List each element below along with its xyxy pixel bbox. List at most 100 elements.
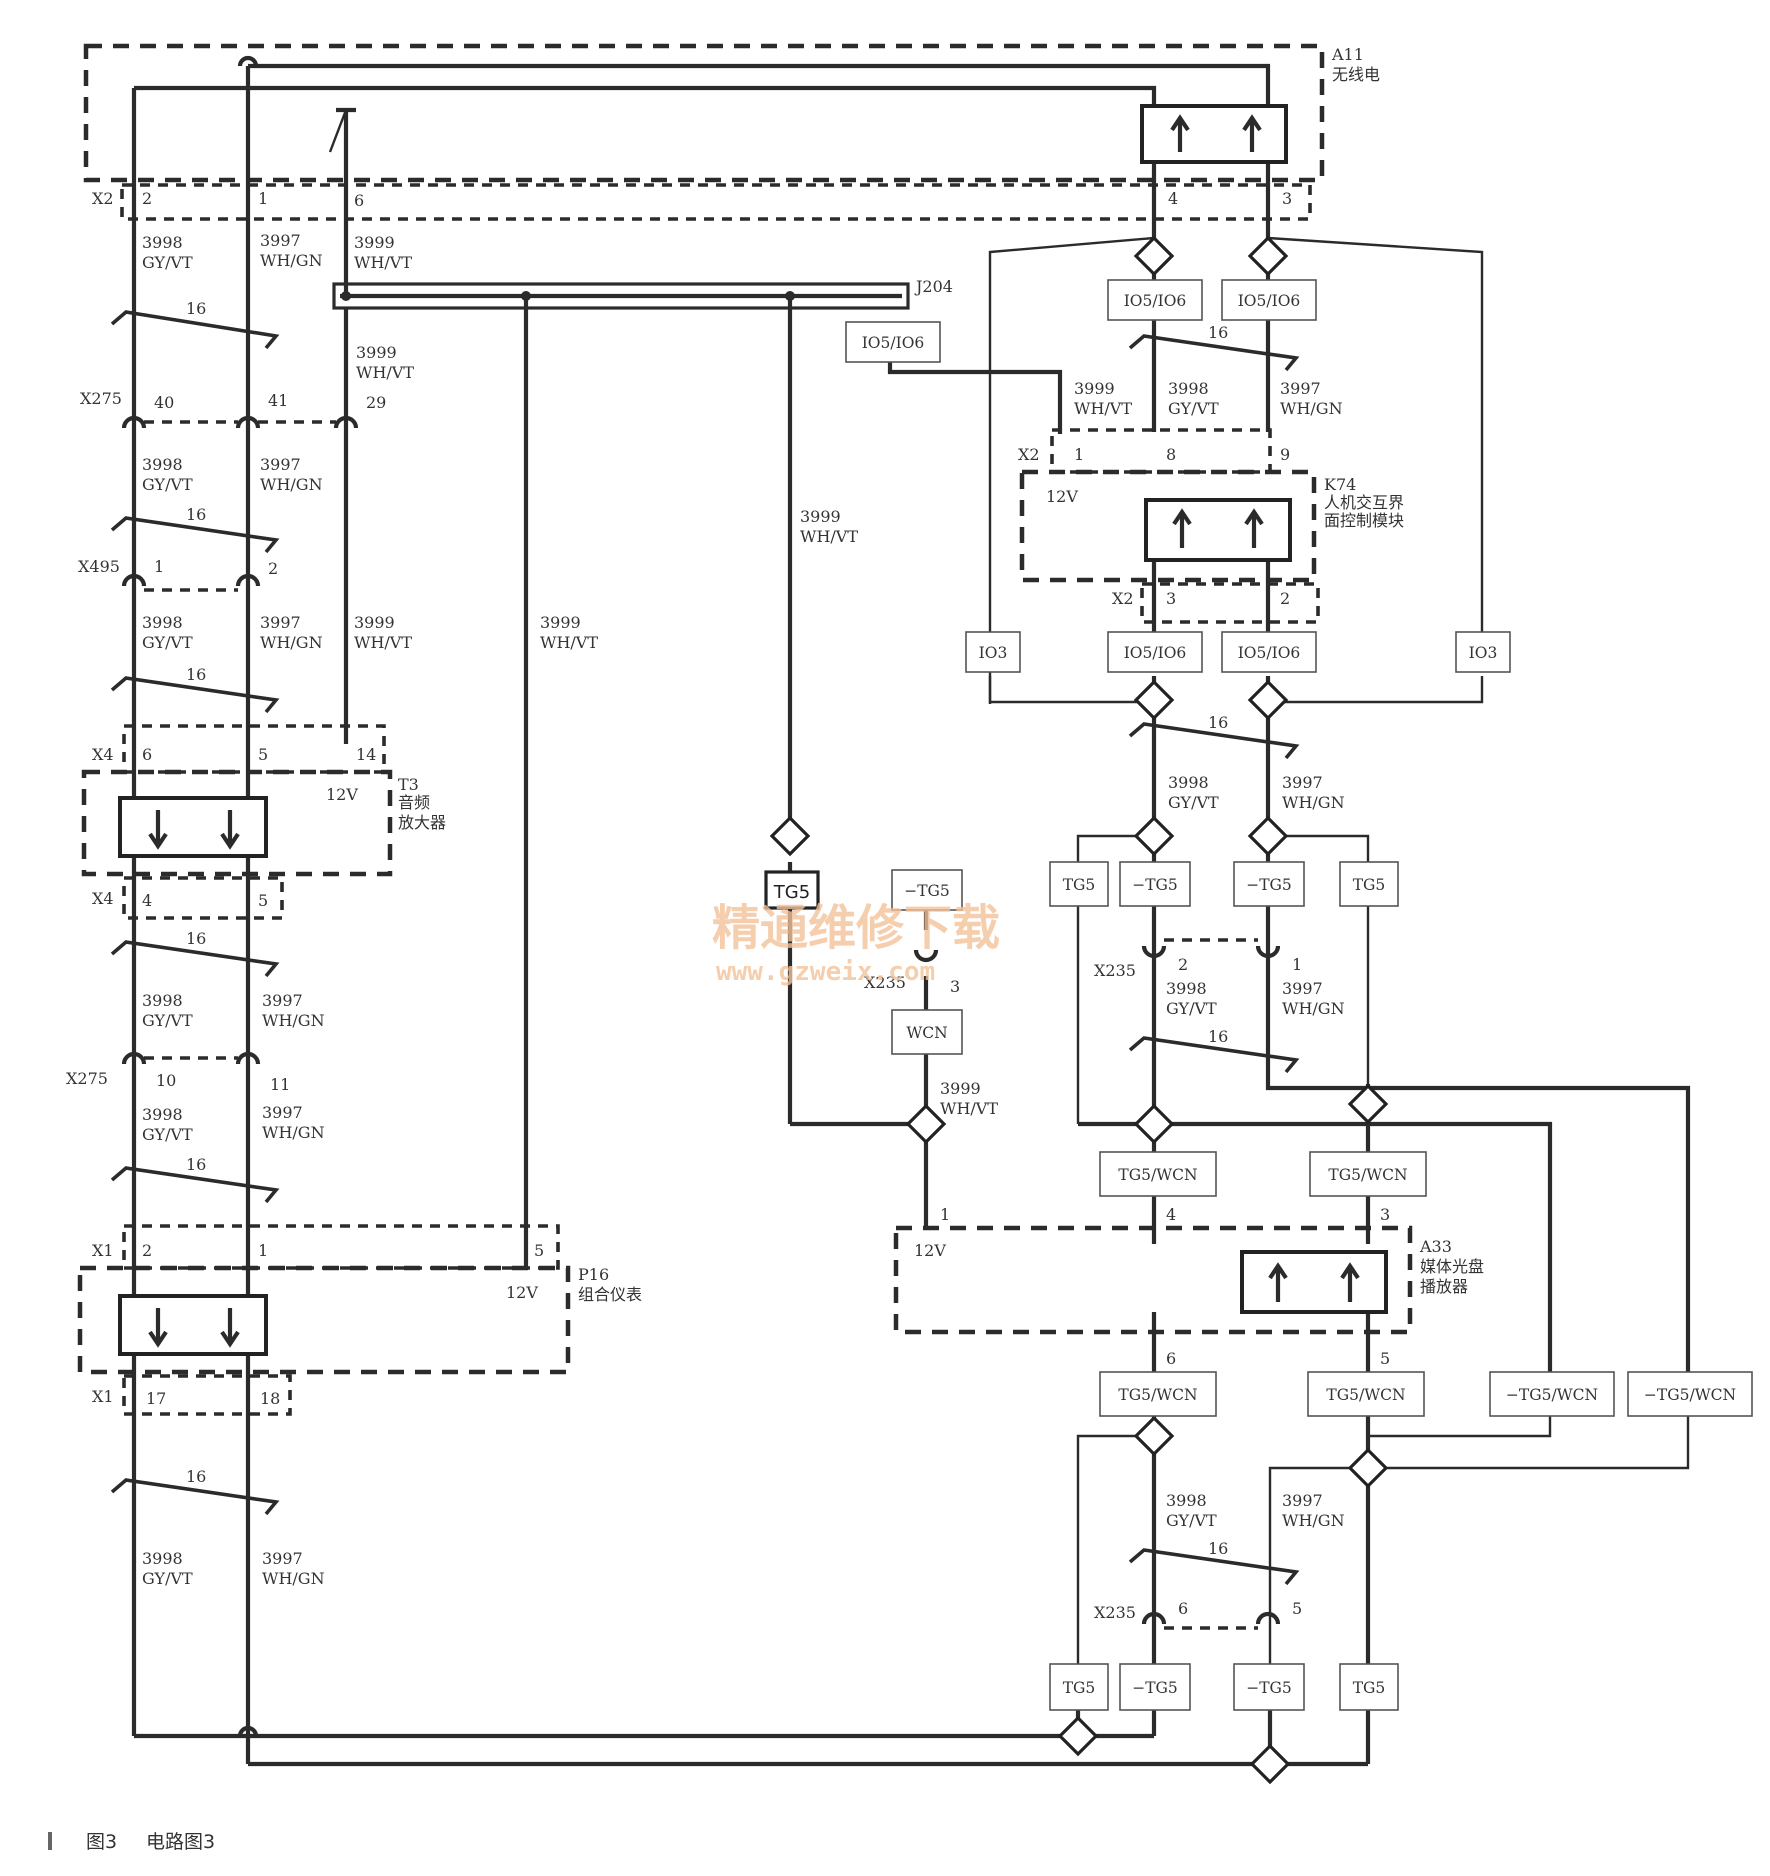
- svg-text:IO3: IO3: [979, 644, 1008, 662]
- svg-text:2: 2: [142, 189, 152, 208]
- option-box-io56-a: IO5/IO6: [1107, 279, 1203, 321]
- svg-text:5: 5: [1292, 1599, 1302, 1618]
- svg-text:WCN: WCN: [906, 1024, 947, 1042]
- k74-id: K74: [1324, 475, 1356, 494]
- svg-text:TG5/WCN: TG5/WCN: [1118, 1386, 1197, 1404]
- svg-text:3997: 3997: [1282, 773, 1323, 792]
- svg-text:WH/GN: WH/GN: [260, 633, 323, 652]
- watermark: 精通维修下载 www.gzweix.com: [712, 900, 1000, 987]
- svg-text:−TG5: −TG5: [1246, 876, 1292, 894]
- svg-text:18: 18: [260, 1389, 280, 1408]
- svg-text:2: 2: [142, 1241, 152, 1260]
- option-box-tg5-bold: TG5: [764, 870, 820, 910]
- option-box-io56-d: IO5/IO6: [1221, 631, 1317, 673]
- a33-module-block: [1240, 1250, 1388, 1314]
- voltage-labels: 12V 12V 12V 12V: [326, 487, 1078, 1302]
- svg-text:4: 4: [1166, 1205, 1176, 1224]
- svg-text:IO5/IO6: IO5/IO6: [1124, 644, 1187, 662]
- svg-text:TG5: TG5: [1063, 1679, 1096, 1697]
- svg-text:3999: 3999: [1074, 379, 1115, 398]
- t3-name-2: 放大器: [398, 813, 446, 832]
- a11-radio-outline: [83, 43, 1325, 221]
- option-box-wcn: WCN: [891, 1009, 963, 1055]
- a11-name: 无线电: [1332, 65, 1380, 84]
- svg-text:40: 40: [154, 393, 174, 412]
- svg-text:X2: X2: [1018, 445, 1040, 464]
- svg-text:1: 1: [940, 1205, 950, 1224]
- svg-text:3997: 3997: [1282, 979, 1323, 998]
- svg-text:X495: X495: [78, 557, 120, 576]
- svg-text:3999: 3999: [354, 233, 395, 252]
- svg-text:−TG5/WCN: −TG5/WCN: [1644, 1386, 1736, 1404]
- svg-text:1: 1: [258, 1241, 268, 1260]
- svg-text:3998: 3998: [142, 613, 183, 632]
- figure-title: 电路图3: [146, 1831, 215, 1853]
- svg-text:GY/VT: GY/VT: [1166, 999, 1217, 1018]
- svg-text:3: 3: [1380, 1205, 1390, 1224]
- svg-text:−TG5: −TG5: [1132, 876, 1178, 894]
- svg-text:16: 16: [186, 1155, 206, 1174]
- option-box-tg5wcn-a: TG5/WCN: [1099, 1151, 1217, 1197]
- svg-text:WH/VT: WH/VT: [354, 253, 412, 272]
- svg-text:3998: 3998: [142, 1549, 183, 1568]
- svg-text:14: 14: [356, 745, 376, 764]
- svg-text:12V: 12V: [1046, 487, 1078, 506]
- svg-text:6: 6: [1166, 1349, 1176, 1368]
- svg-text:3998: 3998: [1166, 979, 1207, 998]
- k74-name-1: 人机交互界: [1324, 493, 1404, 512]
- svg-text:3998: 3998: [142, 455, 183, 474]
- svg-text:TG5/WCN: TG5/WCN: [1118, 1166, 1197, 1184]
- svg-text:TG5: TG5: [1353, 1679, 1386, 1697]
- option-box-io3-left: IO3: [965, 631, 1021, 673]
- svg-text:3998: 3998: [1166, 1491, 1207, 1510]
- svg-text:3999: 3999: [354, 613, 395, 632]
- svg-text:1: 1: [258, 189, 268, 208]
- svg-text:1: 1: [154, 557, 164, 576]
- svg-text:16: 16: [186, 505, 206, 524]
- t3-id: T3: [398, 775, 419, 794]
- t3-module-block: [118, 796, 268, 858]
- wires: [131, 55, 1691, 1767]
- svg-text:IO5/IO6: IO5/IO6: [1124, 292, 1187, 310]
- svg-text:X235: X235: [1094, 1603, 1136, 1622]
- k74-name-2: 面控制模块: [1324, 511, 1404, 530]
- connector-labels: X2 X275 X495 X4 X4 X275 X1 X1 X2 X2 X235…: [66, 189, 1136, 1622]
- svg-text:3: 3: [1282, 189, 1292, 208]
- svg-text:WH/GN: WH/GN: [1282, 999, 1345, 1018]
- figure-caption: 图3 电路图3: [48, 1831, 215, 1853]
- t3-outline: [81, 724, 393, 920]
- j204-id: J204: [914, 277, 953, 296]
- svg-text:X235: X235: [864, 973, 906, 992]
- svg-text:−TG5: −TG5: [1246, 1679, 1292, 1697]
- svg-text:16: 16: [1208, 1539, 1228, 1558]
- svg-text:TG5: TG5: [773, 882, 810, 903]
- option-box-ntg5wcn-b: −TG5/WCN: [1627, 1371, 1753, 1417]
- svg-text:3998: 3998: [142, 991, 183, 1010]
- p16-id: P16: [578, 1265, 609, 1284]
- svg-text:X4: X4: [92, 889, 114, 908]
- svg-text:5: 5: [258, 745, 268, 764]
- option-box-io3-right: IO3: [1455, 631, 1511, 673]
- option-box-io56-j204: IO5/IO6: [845, 321, 941, 363]
- svg-text:16: 16: [186, 665, 206, 684]
- svg-text:3997: 3997: [262, 1549, 303, 1568]
- option-box-tg5-a: TG5: [1049, 861, 1109, 907]
- option-box-ntg5wcn-a: −TG5/WCN: [1489, 1371, 1615, 1417]
- svg-text:3999: 3999: [540, 613, 581, 632]
- svg-text:WH/GN: WH/GN: [260, 475, 323, 494]
- svg-text:WH/VT: WH/VT: [540, 633, 598, 652]
- svg-text:3998: 3998: [142, 1105, 183, 1124]
- svg-text:3997: 3997: [1282, 1491, 1323, 1510]
- option-box-ntg5-b: −TG5: [1233, 861, 1305, 907]
- svg-text:12V: 12V: [914, 1241, 946, 1260]
- option-box-ntg5-mid: −TG5: [891, 869, 963, 911]
- svg-text:4: 4: [142, 891, 152, 910]
- svg-text:WH/VT: WH/VT: [800, 527, 858, 546]
- option-box-ntg5-d: −TG5: [1233, 1663, 1305, 1711]
- svg-text:−TG5/WCN: −TG5/WCN: [1506, 1386, 1598, 1404]
- svg-text:2: 2: [1280, 589, 1290, 608]
- svg-text:IO3: IO3: [1469, 644, 1498, 662]
- a11-id: A11: [1331, 45, 1364, 64]
- svg-text:5: 5: [1380, 1349, 1390, 1368]
- svg-text:www.gzweix.com: www.gzweix.com: [716, 957, 935, 987]
